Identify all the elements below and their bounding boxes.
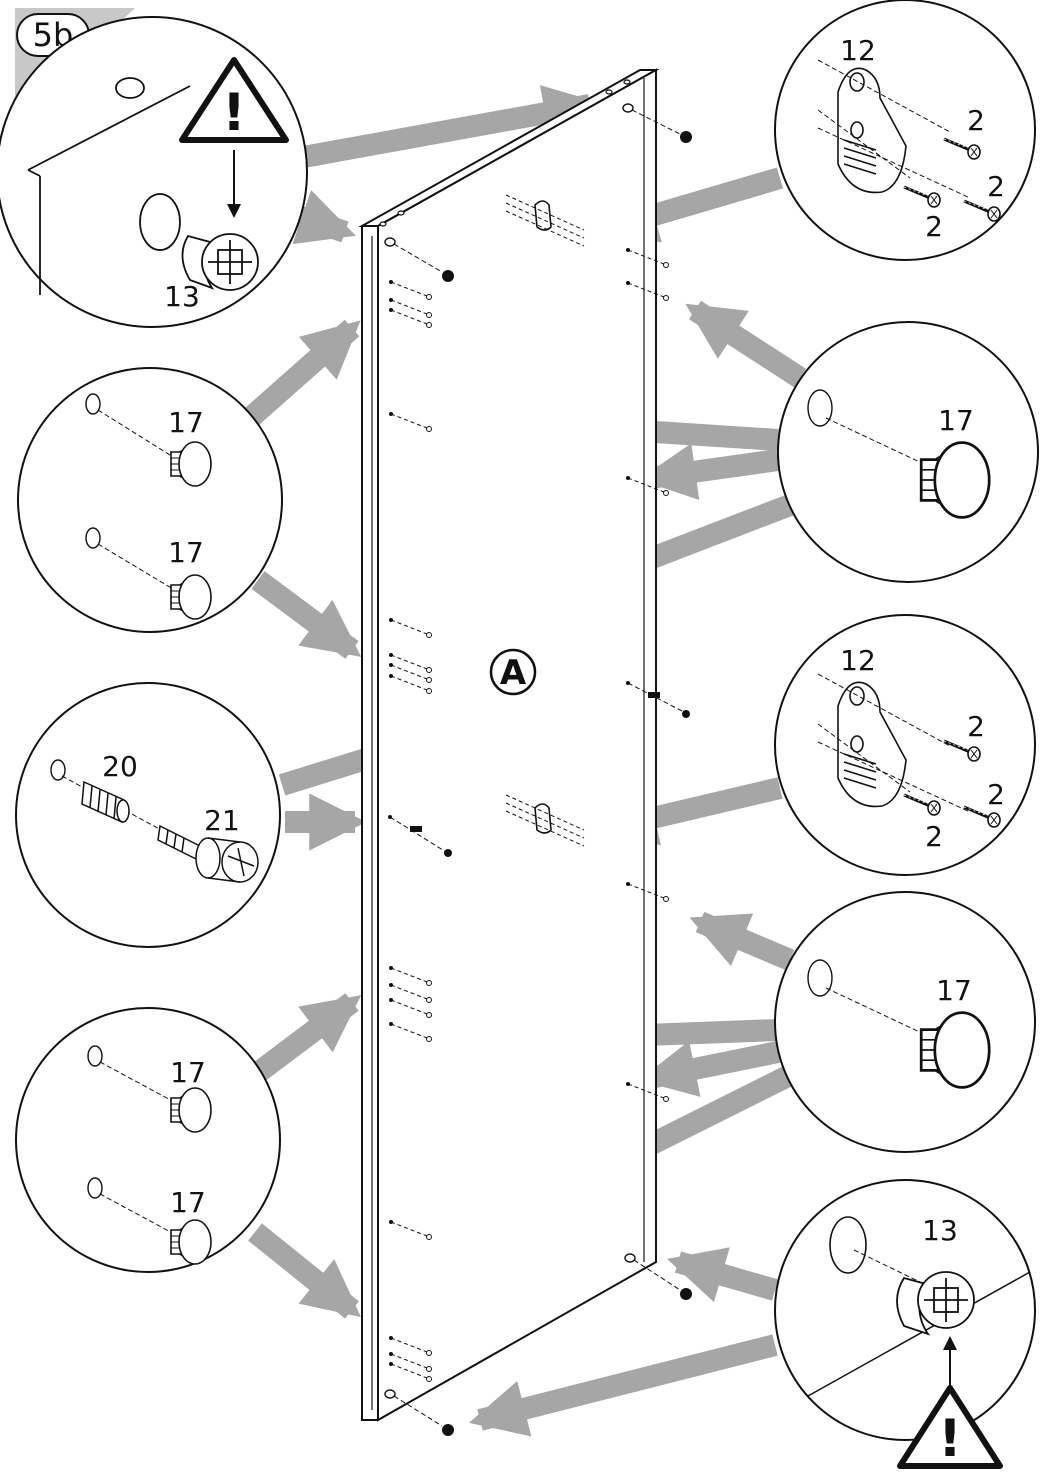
detail-caps-lower-left: 17 17 (15, 1007, 281, 1273)
part-label-17: 17 (936, 974, 972, 1007)
detail-cam-lock-top: 13 ! (0, 16, 308, 328)
part-label-2: 2 (967, 104, 985, 137)
part-label-17: 17 (938, 404, 974, 437)
svg-text:A: A (500, 653, 527, 693)
part-label-17: 17 (170, 1056, 206, 1089)
cam-lock-part (896, 1271, 975, 1336)
panel-edge-holes (379, 79, 631, 227)
cam-lock-part (181, 233, 259, 291)
part-label-17: 17 (170, 1186, 206, 1219)
cam-lock-bottom-left (384, 1389, 454, 1436)
dowel-part (81, 780, 130, 824)
part-label-2: 2 (925, 820, 943, 853)
part-label-13: 13 (922, 1214, 958, 1247)
part-label-17: 17 (168, 406, 204, 439)
part-label-20: 20 (102, 750, 138, 783)
detail-bracket-lower: 12 2 2 2 (774, 614, 1036, 876)
part-label-2: 2 (987, 778, 1005, 811)
cam-bolt-part (157, 824, 259, 883)
cam-lock-bottom-right (624, 1253, 692, 1300)
part-label-12: 12 (840, 34, 876, 67)
part-label-13: 13 (164, 280, 200, 313)
dowel-on-panel-left (388, 815, 452, 857)
detail-caps-upper-left: 17 17 (17, 367, 283, 633)
cam-lock-top-right (622, 103, 692, 143)
part-label-2: 2 (967, 710, 985, 743)
dowel-on-panel-right (626, 681, 690, 718)
detail-cap-lower-right: 17 (774, 891, 1036, 1153)
bracket-on-panel-upper (505, 194, 585, 247)
svg-text:!: ! (222, 83, 246, 143)
panel-a (358, 68, 660, 1422)
panel-label: A (489, 648, 537, 696)
warning-icon: ! (897, 1336, 1003, 1469)
detail-cap-upper-right: 17 (777, 321, 1039, 583)
part-label-21: 21 (204, 804, 240, 837)
detail-cam-lock-bottom: 13 ! (774, 1179, 1036, 1469)
part-label-12: 12 (840, 644, 876, 677)
part-label-2: 2 (925, 210, 943, 243)
svg-text:!: ! (938, 1409, 962, 1469)
warning-icon: ! (179, 57, 289, 218)
detail-bracket-upper: 12 2 2 2 (774, 0, 1036, 261)
part-label-17: 17 (168, 536, 204, 569)
bracket-on-panel-lower (505, 794, 585, 847)
detail-dowel-bolt: 20 21 (15, 682, 281, 948)
part-label-2: 2 (987, 170, 1005, 203)
cam-lock-top-left (384, 237, 454, 282)
